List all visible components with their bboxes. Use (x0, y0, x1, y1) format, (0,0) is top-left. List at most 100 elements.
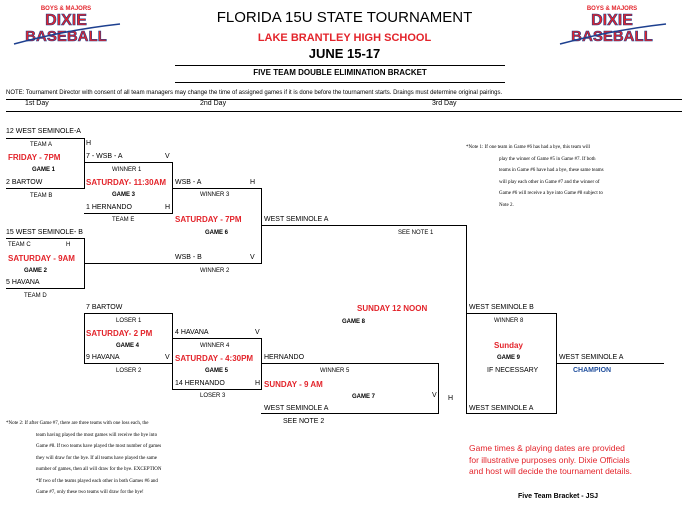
game1-label: GAME 1 (32, 167, 56, 173)
if-necessary: IF NECESSARY (487, 367, 539, 374)
team-b-label: TEAM B (30, 193, 53, 199)
game3-team-top: 7 - WSB - A (86, 153, 123, 160)
disclaimer-line: Game times & playing dates are provided (469, 443, 625, 453)
note-2-line: they will draw for the bye. If all teams… (36, 455, 157, 461)
footer-credit: Five Team Bracket - JSJ (518, 493, 599, 500)
game5-time: SATURDAY - 4:30PM (175, 354, 254, 363)
logo-top-text: BOYS & MAJORS (587, 6, 637, 12)
note-2-line: team having played the most games will r… (36, 432, 158, 438)
dixie-baseball-logo-right: BOYS & MAJORS DIXIE BASEBALL (559, 6, 667, 45)
dates: JUNE 15-17 (308, 46, 381, 61)
note-2-line: Game #7, only these two teams will draw … (36, 490, 144, 495)
game7-team-bottom: WEST SEMINOLE A (264, 405, 329, 412)
note-2-line: number of games, then all will draw for … (36, 467, 162, 472)
winner5-label: WINNER 5 (320, 368, 350, 374)
note-1-line: Note 2. (499, 202, 514, 208)
team-c-label: TEAM C (8, 242, 31, 248)
game6-team-top: WSB - A (175, 179, 202, 186)
note-1-line: *Note 1: If one team in Game #6 has had … (466, 145, 590, 150)
winner1-label: WINNER 1 (112, 167, 142, 173)
note-1-line: play the winner of Game #5 in Game #7. I… (499, 156, 596, 162)
logo-top-text: BOYS & MAJORS (41, 6, 91, 12)
game3-time: SATURDAY- 11:30AM (86, 178, 167, 187)
note-2-line: *Note 2: If after Game #7, there are thr… (6, 421, 149, 426)
venue: LAKE BRANTLEY HIGH SCHOOL (257, 32, 432, 44)
see-note-1: SEE NOTE 1 (398, 230, 434, 236)
dixie-baseball-logo-left: BOYS & MAJORS DIXIE BASEBALL (13, 6, 121, 45)
game6-time: SATURDAY - 7PM (175, 215, 242, 224)
champion-label: CHAMPION (573, 367, 612, 374)
game8-team-bottom: WEST SEMINOLE A (469, 405, 534, 412)
game9-label: GAME 9 (497, 355, 521, 361)
game8-winner: WEST SEMINOLE B (469, 304, 534, 311)
note-2-line: *If two of the teams played each other i… (36, 478, 158, 484)
team-d-label: TEAM D (24, 293, 47, 299)
game8-time: SUNDAY 12 NOON (357, 304, 428, 313)
winner4-label: WINNER 4 (200, 343, 230, 349)
note-1-line: will play each other in Game #7 and the … (499, 179, 600, 185)
visitor-marker: V (165, 153, 170, 160)
winner8-label: WINNER 8 (494, 318, 524, 324)
winner2-label: WINNER 2 (200, 268, 230, 274)
game9-day: Sunday (494, 341, 523, 350)
team-bartow-7: 7 BARTOW (86, 304, 123, 311)
game6-team-bottom: WSB - B (175, 254, 202, 261)
loser3-label: LOSER 3 (200, 393, 226, 399)
visitor-marker: V (250, 254, 255, 261)
home-marker: H (66, 242, 71, 248)
day-label-1: 1st Day (25, 100, 49, 107)
disclaimer-line: and host will decide the tournament deta… (469, 466, 633, 476)
logo-word2: BASEBALL (571, 28, 653, 45)
team-bartow-2: 2 BARTOW (6, 179, 43, 186)
visitor-marker: V (255, 329, 260, 336)
home-marker: H (86, 140, 92, 147)
note-2-line: Game #8. If two teams have played the mo… (36, 444, 162, 449)
game5-label: GAME 5 (205, 368, 229, 374)
loser1-label: LOSER 1 (116, 318, 142, 324)
day-label-2: 2nd Day (200, 100, 227, 107)
home-marker: H (255, 380, 261, 387)
loser2-label: LOSER 2 (116, 368, 142, 374)
champion-team: WEST SEMINOLE A (559, 354, 624, 361)
team-a-label: TEAM A (30, 142, 53, 148)
bracket-title: FIVE TEAM DOUBLE ELIMINATION BRACKET (253, 68, 427, 77)
game5-team-top: 4 HAVANA (175, 329, 209, 336)
team-e-label: TEAM E (112, 217, 135, 223)
team-havana-9: 9 HAVANA (86, 354, 120, 361)
logo-word1: DIXIE (45, 12, 87, 29)
disclaimer-line: for illustrative purposes only. Dixie Of… (469, 454, 630, 465)
team-hernando-1: 1 HERNANDO (86, 204, 132, 211)
home-marker: H (250, 179, 256, 186)
game6-label: GAME 6 (205, 230, 229, 236)
game3-label: GAME 3 (112, 192, 136, 198)
see-note-2: SEE NOTE 2 (283, 418, 325, 425)
visitor-marker: V (432, 392, 437, 399)
game7-time: SUNDAY - 9 AM (264, 380, 323, 389)
logo-word2: BASEBALL (25, 28, 107, 45)
note-1-line: teams in Game #6 have had a bye, these s… (499, 168, 604, 173)
visitor-marker: V (165, 354, 170, 361)
team-hernando-14: 14 HERNANDO (175, 380, 225, 387)
disclaimer: Game times & playing dates are provided … (469, 443, 632, 478)
game2-time: SATURDAY - 9AM (8, 254, 75, 263)
game7-team-top: HERNANDO (264, 354, 305, 361)
page-title: FLORIDA 15U STATE TOURNAMENT (216, 9, 473, 26)
team-havana-5: 5 HAVANA (6, 279, 40, 286)
game8-label: GAME 8 (342, 319, 366, 325)
winner3-label: WINNER 3 (200, 192, 230, 198)
game2-label: GAME 2 (24, 268, 48, 274)
team-west-seminole-b: 15 WEST SEMINOLE- B (6, 229, 83, 236)
tournament-note: NOTE: Tournament Director with consent o… (6, 90, 503, 96)
day-label-3: 3rd Day (432, 100, 457, 107)
logo-word1: DIXIE (591, 12, 633, 29)
note-1: *Note 1: If one team in Game #6 has had … (466, 142, 604, 211)
game4-label: GAME 4 (116, 343, 140, 349)
home-marker: H (448, 395, 454, 402)
note-2: *Note 2: If after Game #7, there are thr… (6, 418, 162, 499)
team-west-seminole-a: 12 WEST SEMINOLE-A (6, 128, 81, 135)
note-1-line: Game #6 will receive a bye into Game #8 … (499, 191, 603, 196)
home-marker: H (165, 204, 171, 211)
game6-winner: WEST SEMINOLE A (264, 216, 329, 223)
game1-time: FRIDAY - 7PM (8, 153, 61, 162)
game7-label: GAME 7 (352, 394, 376, 400)
